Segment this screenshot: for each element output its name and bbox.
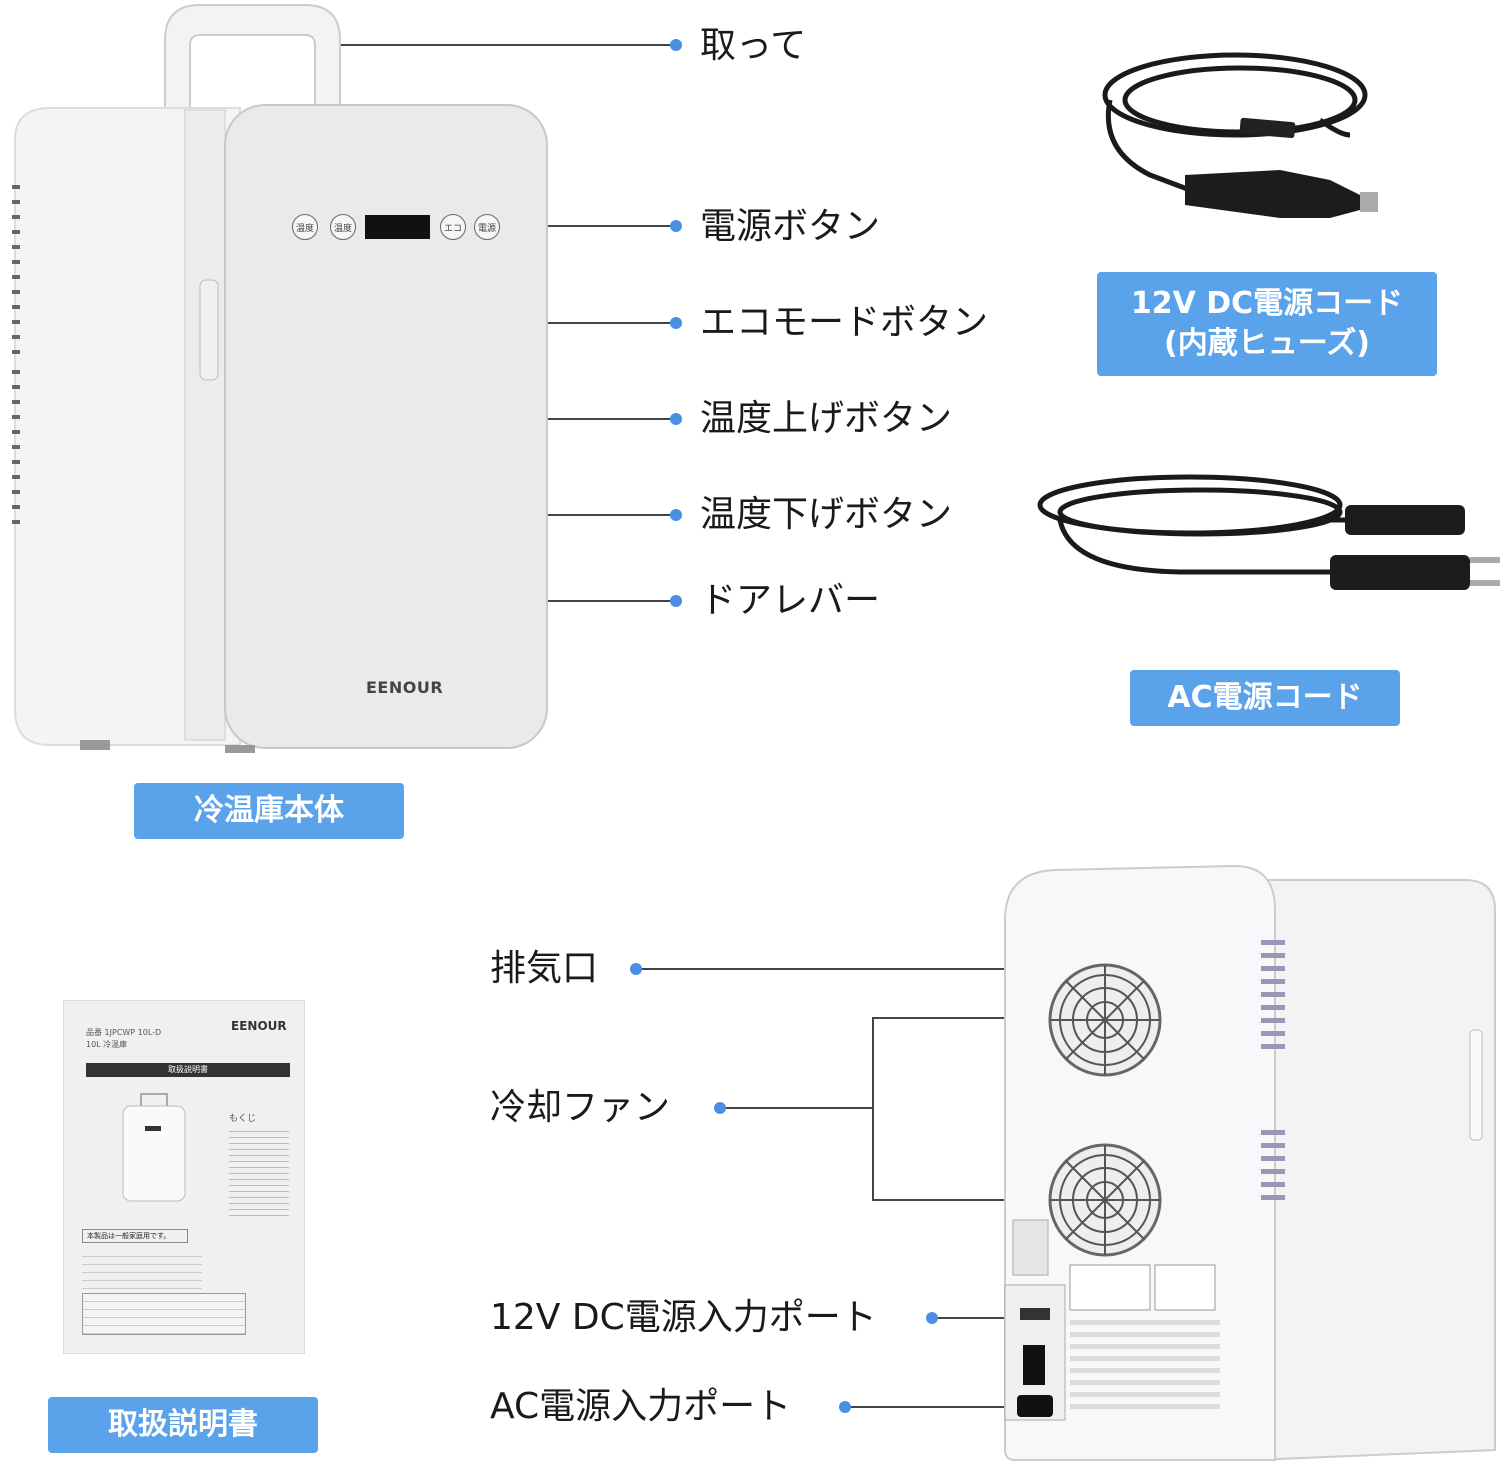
manual-fridge-sketch — [122, 1093, 186, 1202]
dc-port-dot — [926, 1312, 938, 1324]
dc-cord-badge-line1: 12V DC電源コード — [1130, 285, 1404, 321]
temp-down-button[interactable]: 温度 — [292, 214, 318, 240]
manual-title-bar: 取扱説明書 — [86, 1063, 290, 1077]
dc-cord-image — [1102, 52, 1378, 218]
fridge-back-image — [1004, 864, 1496, 1462]
exhaust-dot — [630, 963, 642, 975]
fridge-front: 温度 温度 エコ 電源 EENOUR — [0, 0, 560, 760]
dc-cord-badge-line2: (内蔵ヒューズ) — [1164, 326, 1370, 361]
body-badge: 冷温庫本体 — [134, 783, 404, 839]
ac-port-label: AC電源入力ポート — [490, 1386, 792, 1427]
ac-port-dot — [839, 1401, 851, 1413]
fan-label: 冷却ファン — [490, 1087, 671, 1128]
manual-badge: 取扱説明書 — [48, 1397, 318, 1453]
manual-toc-lines — [229, 1126, 289, 1221]
dc-port-label: 12V DC電源入力ポート — [490, 1297, 877, 1338]
handle-label: 取って — [700, 25, 807, 66]
ac-cord-image — [1037, 474, 1500, 590]
manual-body-lines — [82, 1249, 202, 1289]
manual-product: 10L 冷温庫 — [86, 1040, 128, 1049]
door-dot — [670, 595, 682, 607]
temp-up-label: 温度上げボタン — [700, 398, 953, 439]
manual-toc: もくじ — [229, 1114, 257, 1124]
manual-image: EENOUR 品番 1JPCWP 10L-D 10L 冷温庫 取扱説明書 もくじ… — [63, 1000, 305, 1354]
fridge-front-shape — [12, 4, 548, 753]
manual-model: 品番 1JPCWP 10L-D — [86, 1028, 162, 1037]
eco-dot — [670, 317, 682, 329]
eco-label: エコモードボタン — [700, 302, 989, 343]
power-button[interactable]: 電源 — [474, 214, 500, 240]
fan-dot — [714, 1102, 726, 1114]
power-label: 電源ボタン — [700, 206, 881, 247]
fan-bracket — [872, 1017, 1045, 1201]
eco-button[interactable]: エコ — [440, 214, 466, 240]
handle-dot — [670, 39, 682, 51]
brand-logo: EENOUR — [366, 678, 444, 697]
temp-down-dot — [670, 509, 682, 521]
dc-cord-badge: 12V DC電源コード (内蔵ヒューズ) — [1097, 272, 1437, 376]
manual-note-box — [82, 1293, 246, 1335]
temp-down-label: 温度下げボタン — [700, 494, 953, 535]
temp-up-dot — [670, 413, 682, 425]
ac-cord-badge: AC電源コード — [1130, 670, 1400, 726]
manual-warning-box: 本製品は一般家庭用です。 — [82, 1229, 188, 1243]
exhaust-label: 排気口 — [490, 948, 599, 989]
power-dot — [670, 220, 682, 232]
manual-brand: EENOUR — [231, 1019, 287, 1033]
temp-up-button[interactable]: 温度 — [330, 214, 356, 240]
door-label: ドアレバー — [700, 580, 881, 621]
